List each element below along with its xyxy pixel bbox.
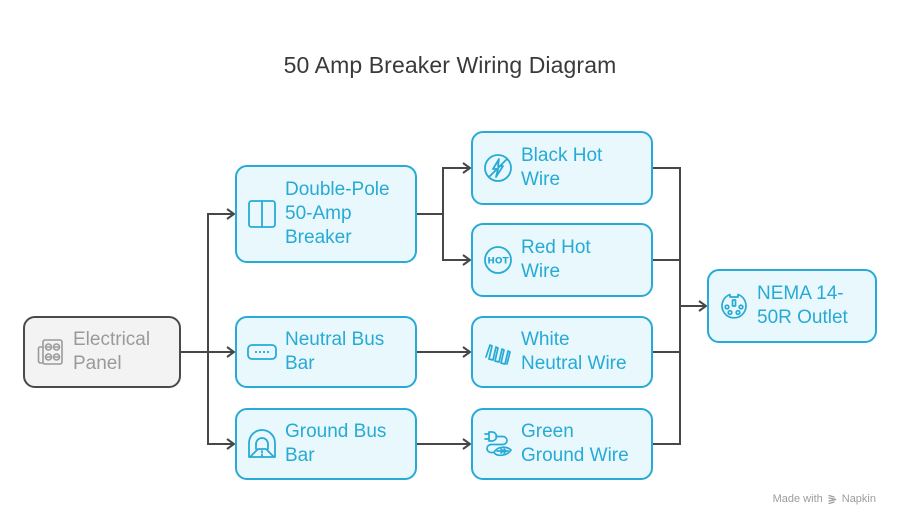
node-black-hot-wire[interactable]: Black Hot Wire [471, 131, 653, 205]
watermark-prefix: Made with [772, 493, 823, 505]
double-pole-breaker-icon [247, 199, 277, 229]
node-label: Black Hot Wire [521, 145, 603, 190]
edge-panel-to-breaker [180, 208, 236, 353]
outlet-socket-icon [719, 291, 749, 321]
edge-breaker-to-black-hot [416, 162, 472, 215]
node-green-ground-wire[interactable]: Green Ground Wire [471, 408, 653, 480]
node-label: White Neutral Wire [521, 329, 627, 374]
edge-green-ground-to-outlet [652, 306, 681, 445]
node-label: Green Ground Wire [521, 421, 629, 466]
hot-badge-icon: HOT [483, 245, 513, 275]
coil-wire-icon [483, 337, 513, 367]
svg-text:HOT: HOT [487, 257, 509, 267]
node-ground-bus-bar[interactable]: Ground Bus Bar [235, 408, 417, 480]
node-label: Electrical Panel [73, 329, 151, 374]
plug-leaf-icon [483, 429, 513, 459]
node-label: Ground Bus Bar [285, 421, 387, 466]
watermark[interactable]: Made with Napkin [773, 493, 876, 505]
node-double-pole-breaker[interactable]: Double-Pole 50-Amp Breaker [235, 165, 417, 263]
bus-bar-icon [247, 337, 277, 367]
node-nema-outlet[interactable]: NEMA 14- 50R Outlet [707, 269, 877, 343]
node-label: NEMA 14- 50R Outlet [757, 283, 848, 328]
tunnel-ground-icon [247, 429, 277, 459]
node-electrical-panel[interactable]: Electrical Panel [23, 316, 181, 388]
node-red-hot-wire[interactable]: HOT Red Hot Wire [471, 223, 653, 297]
lightning-off-icon [483, 153, 513, 183]
node-label: Red Hot Wire [521, 237, 591, 282]
node-neutral-bus-bar[interactable]: Neutral Bus Bar [235, 316, 417, 388]
electrical-panel-icon [35, 337, 65, 367]
edge-breaker-to-red-hot [442, 214, 472, 266]
watermark-brand: Napkin [841, 493, 876, 505]
edge-black-hot-to-outlet [652, 167, 681, 306]
napkin-logo-icon [828, 494, 836, 504]
node-label: Neutral Bus Bar [285, 329, 385, 374]
edge-panel-to-ground-bus [207, 352, 236, 450]
node-label: Double-Pole 50-Amp Breaker [285, 179, 390, 248]
diagram-title: 50 Amp Breaker Wiring Diagram [283, 52, 617, 78]
node-white-neutral-wire[interactable]: White Neutral Wire [471, 316, 653, 388]
